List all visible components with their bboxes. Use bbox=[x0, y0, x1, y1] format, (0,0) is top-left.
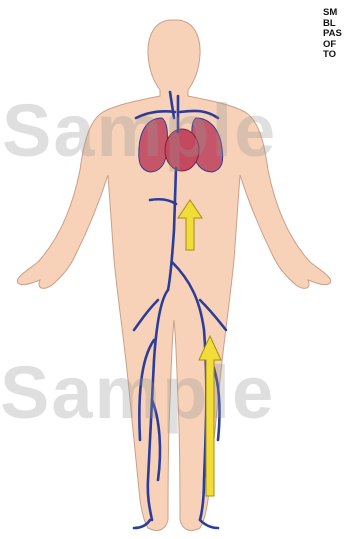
foot-right bbox=[200, 520, 218, 528]
body-silhouette bbox=[17, 20, 330, 530]
caption-text: SM BL PAS OF TO bbox=[323, 8, 354, 61]
caption-line: TO bbox=[323, 50, 354, 61]
caption-line: SM bbox=[323, 8, 354, 19]
heart bbox=[165, 129, 199, 171]
caption-line: PAS bbox=[323, 29, 354, 40]
